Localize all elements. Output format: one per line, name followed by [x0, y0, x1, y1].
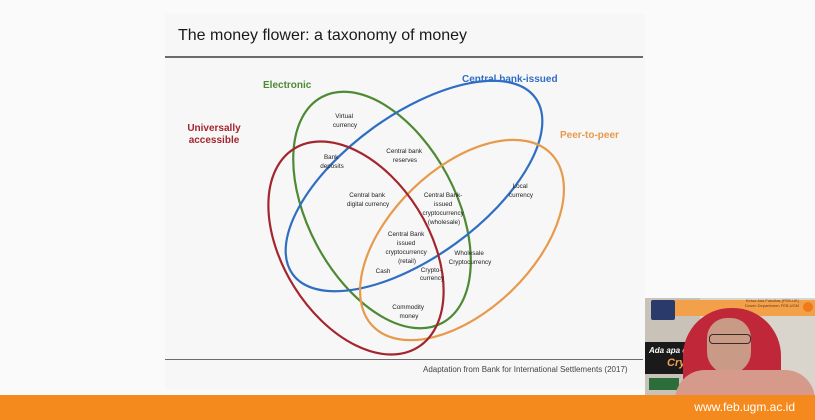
cb-crypto-retail-label: Central Bank issued cryptocurrency (reta…	[385, 231, 428, 265]
cb-crypto-wholesale-label: Central Bank- issued cryptocurrency (who…	[422, 192, 465, 226]
footer-url-link[interactable]: www.feb.ugm.ac.id	[694, 400, 795, 414]
speaker-info-line2: Dosen Departemen FEB UGM	[679, 303, 799, 308]
cbdc-label: Central bank digital currency	[347, 192, 390, 208]
central-bank-reserves-label: Central bank reserves	[386, 148, 423, 164]
electronic-ellipse	[257, 62, 508, 358]
slide-caption: Adaptation from Bank for International S…	[423, 365, 628, 374]
set-label-electronic: Electronic	[263, 80, 312, 91]
universally-accessible-ellipse	[232, 110, 480, 386]
virtual-currency-label: Virtual currency	[333, 113, 358, 129]
caption-divider	[165, 359, 643, 360]
set-label-universally: Universally	[187, 123, 241, 134]
cryptocurrency-label: Crypto- currency	[420, 267, 445, 282]
footer-bar: www.feb.ugm.ac.id	[0, 395, 815, 420]
set-label-central-bank: Central bank-issued	[462, 74, 558, 85]
speaker-body	[675, 370, 815, 395]
orange-dot-icon	[803, 302, 813, 312]
speaker-info: Ketua Ada Fakultas (FEB-UK) Dosen Depart…	[679, 298, 799, 308]
cash-label: Cash	[376, 268, 391, 275]
webcam-video-overlay: Ketua Ada Fakultas (FEB-UK) Dosen Depart…	[645, 298, 815, 395]
commodity-money-label: Commodity money	[392, 304, 426, 320]
event-banner-line1: Ada apa d	[649, 346, 687, 355]
ugm-logo-icon	[651, 300, 675, 320]
set-label-peer-to-peer: Peer-to-peer	[560, 130, 619, 141]
speaker-glasses	[709, 334, 751, 344]
set-label-accessible: accessible	[189, 135, 240, 146]
speaker-face	[707, 318, 751, 374]
green-tag	[649, 378, 679, 390]
